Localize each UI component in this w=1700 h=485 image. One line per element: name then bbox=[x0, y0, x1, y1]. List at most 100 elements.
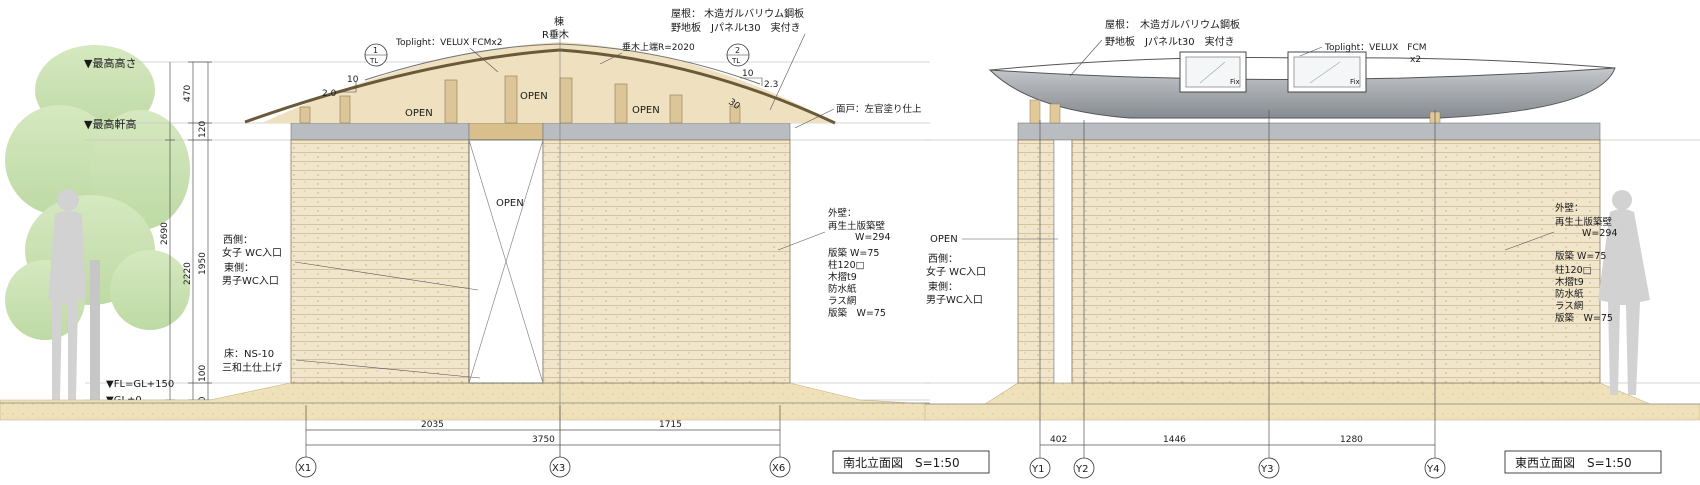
rammed-earth-wall-ew bbox=[1071, 139, 1601, 384]
rammed-earth-wall-right bbox=[542, 139, 791, 384]
slope-left-20: 2.0 bbox=[322, 89, 337, 99]
west-entry-value: 女子 WC入口 bbox=[222, 246, 282, 259]
grid-y2-label: Y2 bbox=[1075, 464, 1088, 475]
slope-left-10: 10 bbox=[347, 75, 359, 85]
slope-right-10: 10 bbox=[742, 69, 754, 79]
section-marker-2-num: 2 bbox=[735, 46, 740, 55]
toplight-window-1: Fix bbox=[1179, 51, 1247, 93]
grid-x6-label: X6 bbox=[772, 463, 785, 474]
slope-indicator-right bbox=[740, 77, 763, 86]
title-box-ew bbox=[1504, 450, 1662, 474]
wall-note-6: 木摺t9 bbox=[828, 271, 857, 283]
ew-wall-note-9: 版築 W=75 bbox=[1555, 312, 1613, 324]
slope-right-23: 2.3 bbox=[764, 80, 778, 90]
ew-open-label: OPEN bbox=[930, 234, 958, 245]
grid-marker-y3: Y3 bbox=[1258, 457, 1280, 479]
beam-band-right bbox=[542, 122, 791, 141]
toplight-window-2: Fix bbox=[1287, 51, 1367, 93]
dim-2690: 2690 bbox=[160, 222, 170, 245]
ew-wall-note-6: 木摺t9 bbox=[1555, 276, 1584, 288]
grid-marker-y2: Y2 bbox=[1073, 457, 1095, 479]
section-marker-1-num: 1 bbox=[373, 46, 378, 55]
ridge-rafter-label: R垂木 bbox=[542, 29, 569, 41]
ridge-label: 棟 bbox=[554, 15, 564, 28]
ew-wall-note-8: ラス網 bbox=[1555, 300, 1583, 312]
wall-note-7: 防水紙 bbox=[828, 283, 857, 295]
roof-posts bbox=[299, 75, 741, 124]
grid-marker-y1: Y1 bbox=[1029, 457, 1051, 479]
grid-marker-x3: X3 bbox=[549, 456, 571, 478]
dim-3750: 3750 bbox=[532, 435, 555, 445]
ew-toplight-label: Toplight：VELUX FCM bbox=[1324, 43, 1427, 53]
rafter-radius-label: 垂木上端R=2020 bbox=[622, 41, 695, 53]
opening-ew bbox=[1053, 139, 1073, 384]
east-entry-value: 男子WC入口 bbox=[222, 275, 279, 287]
section-marker-2-sub: TL bbox=[731, 57, 740, 65]
ew-roof-note-leader bbox=[1069, 39, 1103, 77]
floor-note-2: 三和土仕上げ bbox=[222, 361, 282, 374]
ground-mound-ew bbox=[924, 382, 1700, 421]
ew-wall-note-4: 版築 W=75 bbox=[1555, 250, 1606, 262]
dim-1446: 1446 bbox=[1163, 435, 1186, 445]
edge-finish-leader bbox=[794, 108, 835, 129]
grid-y1-label: Y1 bbox=[1031, 464, 1044, 475]
beam-band-center bbox=[468, 122, 544, 141]
ew-west-value: 女子 WC入口 bbox=[926, 265, 986, 278]
east-west-elevation: Fix Fix 屋根： 木造ガルバリウム鋼板 野地板 Jパネルt30 実付き T… bbox=[924, 18, 1700, 479]
person-silhouette-right bbox=[1598, 190, 1650, 395]
ew-wall-note-leader bbox=[1504, 231, 1555, 251]
roof-note-2: 野地板 Jパネルt30 実付き bbox=[671, 21, 801, 34]
horizontal-dimension-lines-sn bbox=[305, 405, 781, 460]
fix-label-2: Fix bbox=[1350, 78, 1360, 86]
open-label-roof-1: OPEN bbox=[405, 108, 433, 119]
opening-cross bbox=[468, 139, 544, 384]
ew-toplight-qty: x2 bbox=[1410, 55, 1421, 65]
dim-120: 120 bbox=[198, 121, 208, 138]
floor-note-1: 床：NS-10 bbox=[224, 347, 274, 360]
section-marker-1-sub: TL bbox=[369, 57, 378, 65]
edge-finish-note: 面戸：左官塗り仕上 bbox=[836, 103, 922, 115]
ew-west-label: 西側： bbox=[928, 252, 958, 265]
wall-note-1: 外壁： bbox=[828, 207, 857, 219]
dim-2035: 2035 bbox=[421, 420, 444, 430]
ew-wall-note-1: 外壁： bbox=[1555, 202, 1584, 214]
grid-y3-label: Y3 bbox=[1260, 464, 1273, 475]
roof-timber-infill bbox=[262, 42, 835, 123]
south-north-elevation: ▼最高高さ ▼最高軒高 ▼FL=GL+150 ▼GL±0 470 120 269… bbox=[0, 7, 990, 478]
wall-note-3: W=294 bbox=[855, 232, 891, 243]
toplight-label-left: Toplight：VELUX FCMx2 bbox=[395, 38, 502, 48]
grid-marker-x6: X6 bbox=[769, 456, 791, 478]
roof-note-1: 屋根： 木造ガルバリウム鋼板 bbox=[671, 7, 804, 20]
fix-label-1: Fix bbox=[1230, 78, 1240, 86]
ground-mound bbox=[0, 382, 931, 421]
level-max-height: ▼最高高さ bbox=[84, 56, 136, 70]
ew-wall-note-3: W=294 bbox=[1582, 228, 1618, 239]
rafter-radius-leader bbox=[599, 52, 623, 65]
section-marker-2: 2 TL bbox=[726, 43, 750, 67]
level-max-eave: ▼最高軒高 bbox=[84, 117, 136, 131]
beam-band-left bbox=[290, 122, 470, 141]
floor-leader bbox=[295, 359, 481, 379]
grid-marker-x1: X1 bbox=[295, 456, 317, 478]
wall-note-2: 再生土版築壁 bbox=[828, 220, 886, 232]
ew-east-value: 男子WC入口 bbox=[926, 294, 983, 306]
grid-x1-label: X1 bbox=[298, 463, 311, 474]
person-silhouette bbox=[48, 189, 86, 400]
vertical-dimension-lines bbox=[165, 61, 212, 401]
entry-leader bbox=[294, 261, 479, 291]
open-label-roof-2: OPEN bbox=[520, 91, 548, 102]
rammed-earth-wall-left bbox=[290, 139, 470, 384]
level-fl: ▼FL=GL+150 bbox=[106, 379, 174, 390]
toplight-leader-left bbox=[469, 47, 499, 73]
east-entry-label: 東側： bbox=[224, 261, 254, 274]
dim-100: 100 bbox=[198, 365, 208, 382]
ew-toplight-leader bbox=[1299, 46, 1323, 57]
ew-wall-note-7: 防水紙 bbox=[1555, 288, 1584, 300]
title-box-sn bbox=[832, 450, 990, 474]
ew-east-label: 東側： bbox=[928, 280, 958, 293]
wall-note-9: 版築 W=75 bbox=[828, 307, 886, 319]
ew-roof-note-2: 野地板 Jパネルt30 実付き bbox=[1105, 35, 1235, 48]
ew-wall-note-5: 柱120□ bbox=[1555, 264, 1592, 276]
